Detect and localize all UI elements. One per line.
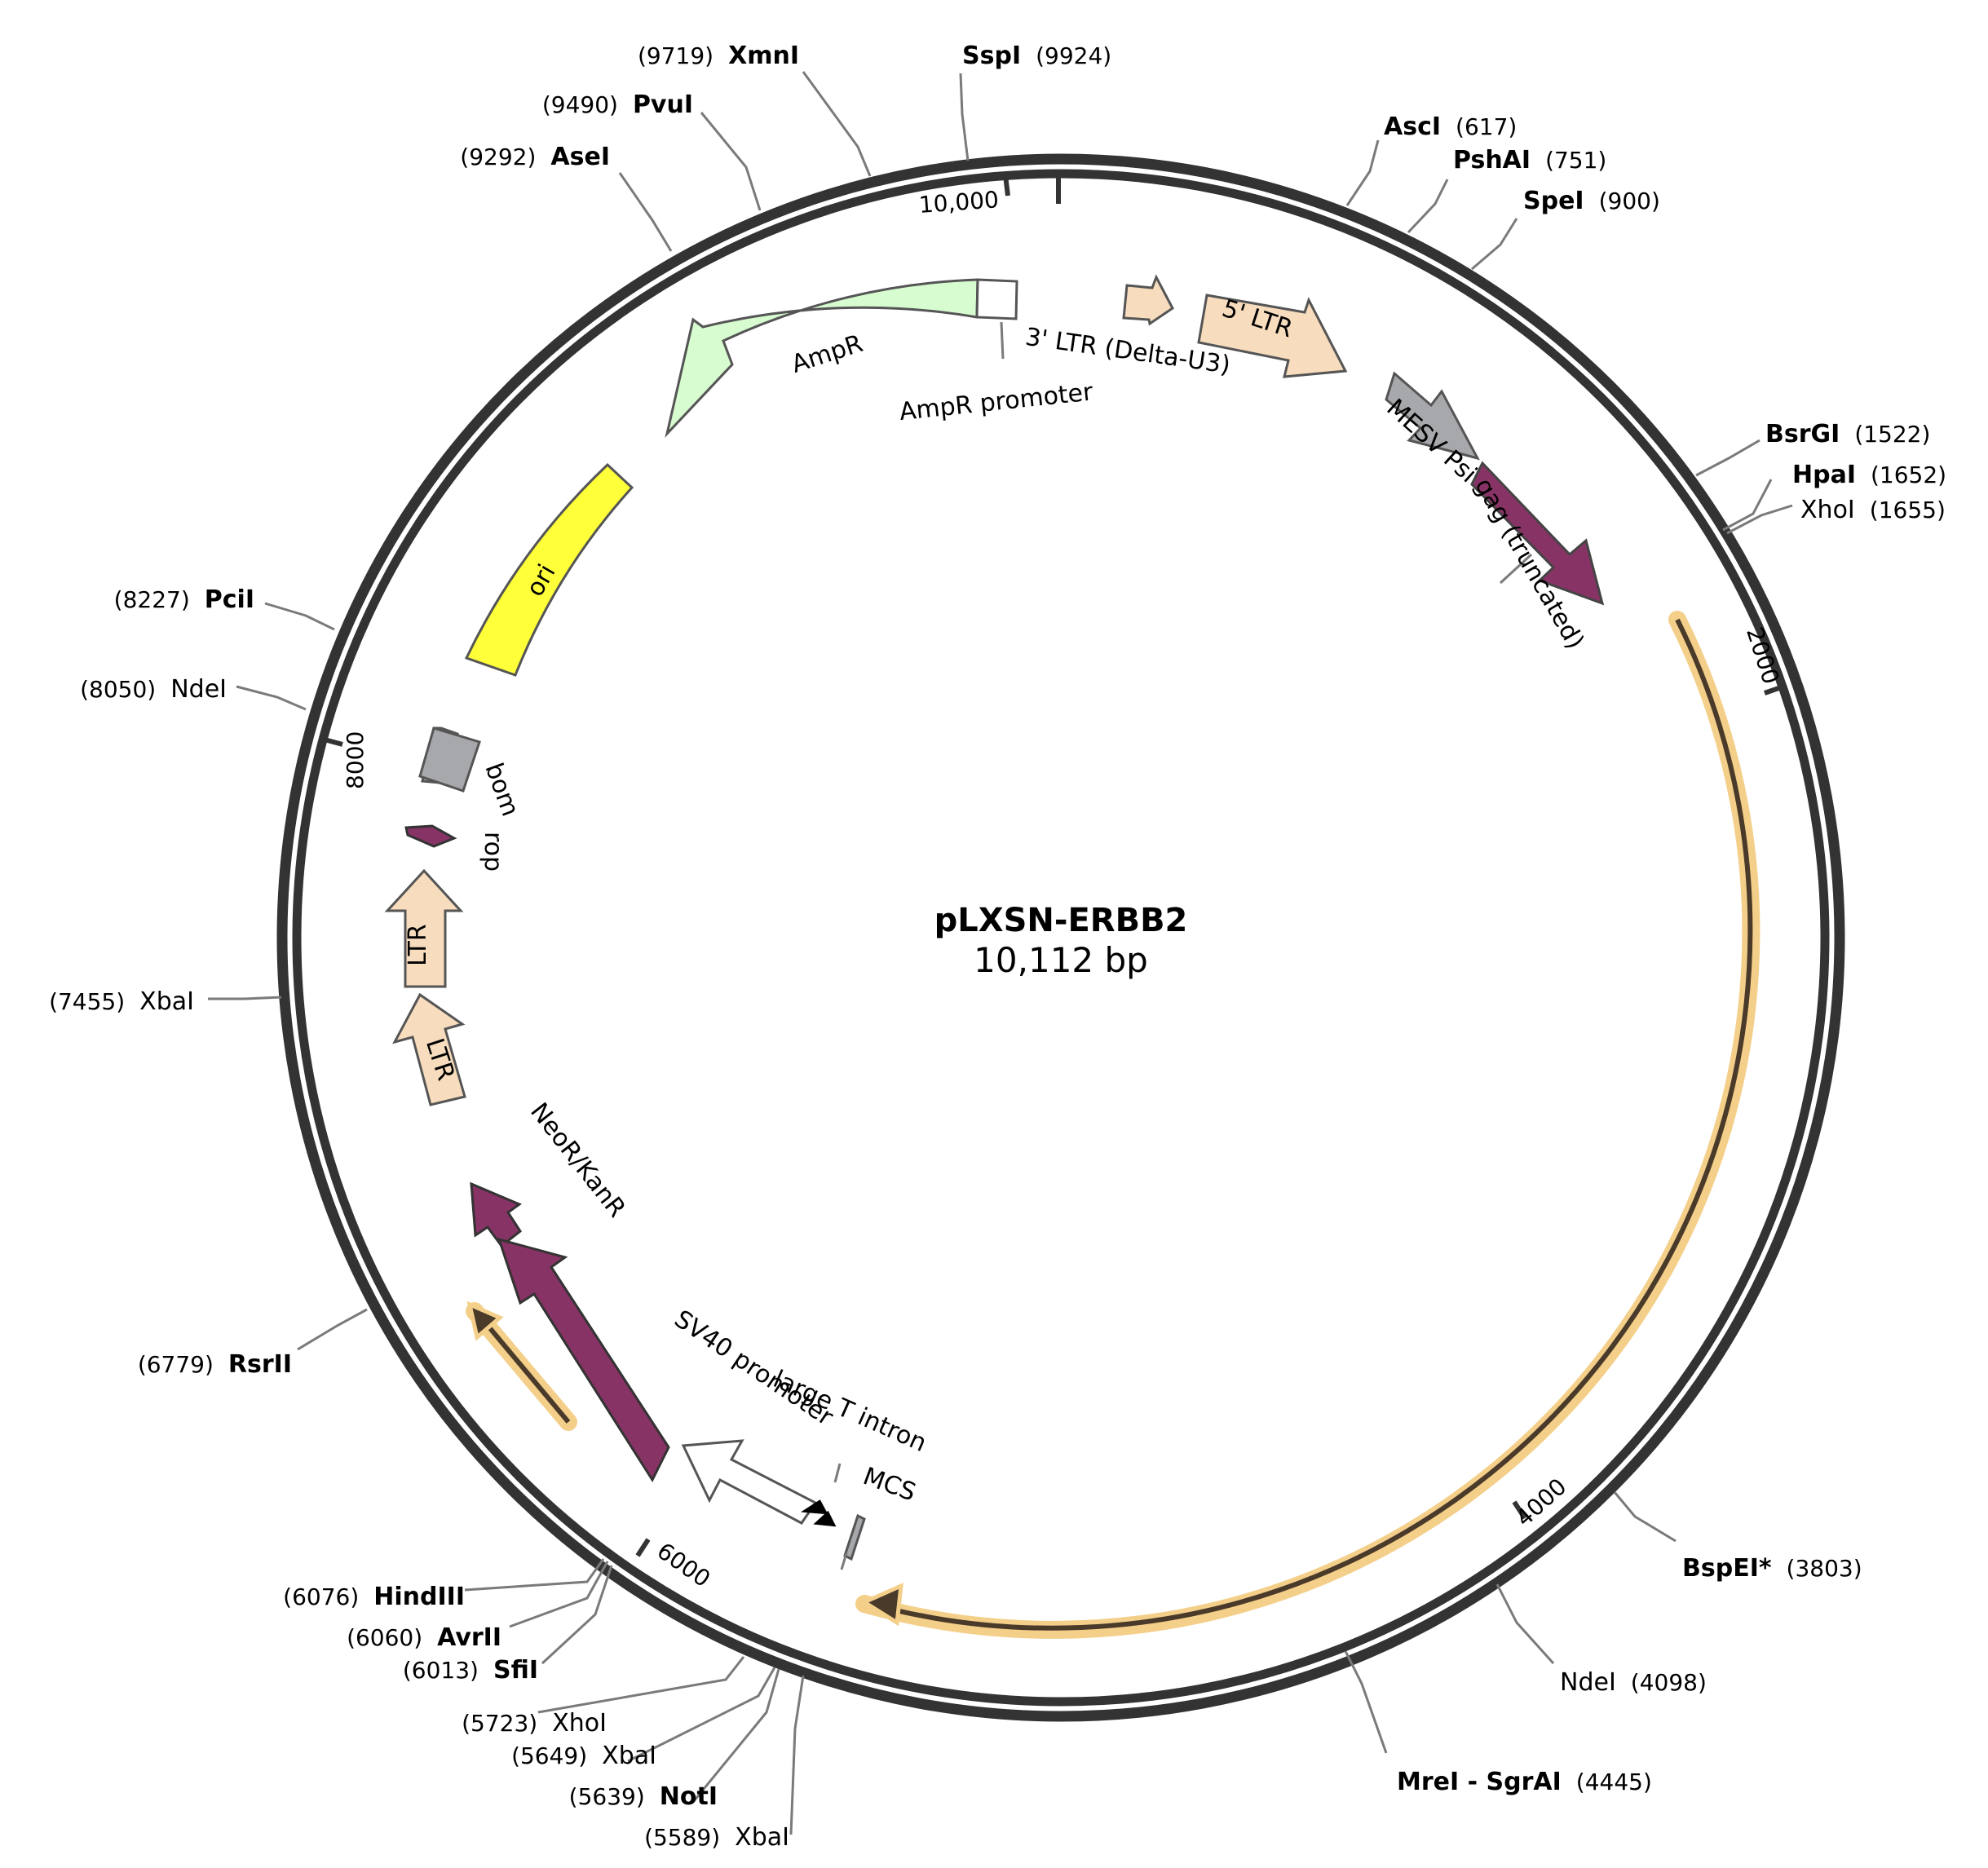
lead-ampr-promoter bbox=[1000, 321, 1005, 360]
lead-xhoi-5723 bbox=[537, 1656, 745, 1714]
label-ampr-promoter: AmpR promoter bbox=[898, 378, 1094, 426]
insert-erbb2 bbox=[466, 611, 1760, 1639]
plasmid-length: 10,112 bp bbox=[974, 940, 1148, 980]
feature-ltr-b bbox=[392, 992, 466, 1106]
feature-mesv-psi bbox=[1385, 371, 1480, 461]
feature-gag bbox=[1470, 461, 1605, 606]
feature-neor-inner bbox=[497, 1237, 670, 1483]
site-sfii: (6013)SfiI bbox=[403, 1656, 538, 1685]
backbone-inner-ring bbox=[292, 169, 1830, 1707]
tick-2000 bbox=[1764, 684, 1784, 696]
site-xmni: (9719)XmnI bbox=[638, 42, 799, 70]
lead-mrei bbox=[1344, 1650, 1388, 1754]
tick-6000 bbox=[635, 1538, 651, 1557]
site-asci: AscI(617) bbox=[1384, 113, 1517, 141]
label-mcs: MCS bbox=[859, 1462, 920, 1507]
site-pcii: (8227)PciI bbox=[114, 585, 254, 614]
lead-noti bbox=[691, 1668, 780, 1803]
tick-4000 bbox=[1512, 1500, 1527, 1520]
site-asei: (9292)AseI bbox=[460, 143, 610, 171]
site-noti: (5639)NotI bbox=[569, 1782, 718, 1811]
site-mrei-sgrai: MreI - SgrAI(4445) bbox=[1397, 1768, 1652, 1796]
site-leaders bbox=[208, 71, 1793, 1835]
site-bsrgi: BsrGI(1522) bbox=[1765, 420, 1930, 448]
site-labels: (9719)XmnI SspI(9924) (9490)PvuI (9292)A… bbox=[49, 42, 1946, 1852]
backbone bbox=[276, 153, 1845, 1722]
site-avrii: (6060)AvrII bbox=[347, 1623, 501, 1652]
tick-marks bbox=[324, 174, 1784, 1557]
site-ndei-8050: (8050)NdeI bbox=[80, 675, 227, 704]
site-pvui: (9490)PvuI bbox=[542, 91, 693, 119]
lead-xbai-5649 bbox=[627, 1667, 776, 1763]
lead-bsrgi bbox=[1695, 439, 1760, 477]
lead-xbai-5589 bbox=[789, 1675, 805, 1835]
label-neor-outer: NeoR/KanR bbox=[524, 1097, 631, 1223]
insert-small-arrowhead bbox=[466, 1301, 504, 1341]
lead-rsrii bbox=[297, 1308, 368, 1351]
label-ltr-a: LTR bbox=[404, 924, 432, 966]
feature-mcs bbox=[843, 1513, 866, 1561]
feature-rop bbox=[404, 824, 457, 848]
lead-xbai-7455 bbox=[208, 996, 282, 1000]
lead-large-t-intron bbox=[833, 1463, 842, 1483]
feature-large-t-intron bbox=[800, 1499, 837, 1527]
lead-xmni bbox=[802, 71, 872, 177]
feature-sv40-promoter bbox=[681, 1439, 818, 1525]
feature-ampr-promoter bbox=[975, 278, 1018, 320]
label-rop: rop bbox=[479, 832, 507, 872]
site-xhoi-1655: XhoI(1655) bbox=[1800, 496, 1946, 524]
lead-gag bbox=[1499, 553, 1533, 585]
lead-spei bbox=[1471, 218, 1518, 271]
site-spei: SpeI(900) bbox=[1523, 187, 1660, 215]
lead-hpai bbox=[1722, 479, 1773, 532]
site-xbai-5589: (5589)XbaI bbox=[644, 1823, 789, 1852]
backbone-outer-ring bbox=[276, 153, 1845, 1722]
lead-pvui bbox=[700, 112, 762, 211]
lead-sfii bbox=[541, 1565, 613, 1665]
feature-neor-outer bbox=[470, 1181, 523, 1248]
feature-ori bbox=[464, 462, 634, 677]
feature-5ltr bbox=[1197, 294, 1348, 378]
plasmid-name: pLXSN-ERBB2 bbox=[934, 902, 1188, 939]
lead-pshai bbox=[1407, 179, 1449, 234]
lead-ndei-4098 bbox=[1495, 1583, 1555, 1665]
site-hindiii: (6076)HindIII bbox=[283, 1583, 465, 1611]
label-sv40-promoter: SV40 promoter bbox=[669, 1305, 839, 1432]
tick-label-4000: 4000 bbox=[1510, 1473, 1571, 1531]
feature-ampr bbox=[665, 278, 979, 439]
feature-ltr-a bbox=[384, 868, 464, 988]
insert-small-line bbox=[483, 1321, 571, 1424]
lead-xhoi-1655 bbox=[1726, 504, 1793, 535]
site-bspei: BspEI*(3803) bbox=[1682, 1554, 1862, 1583]
tick-label-10000: 10,000 bbox=[918, 186, 1000, 219]
lead-asci bbox=[1345, 139, 1380, 206]
tick-label-8000: 8000 bbox=[342, 731, 369, 789]
insert-line bbox=[888, 618, 1753, 1631]
label-ampr: AmpR bbox=[788, 329, 866, 379]
site-pshai: PshAI(751) bbox=[1453, 146, 1606, 174]
lead-pcii bbox=[264, 602, 335, 631]
lead-asei bbox=[618, 172, 673, 252]
lead-ndei-8050 bbox=[236, 685, 307, 711]
lead-avrii bbox=[509, 1561, 609, 1628]
lead-sspi bbox=[959, 73, 970, 161]
site-sspi: SspI(9924) bbox=[962, 42, 1111, 70]
site-rsrii: (6779)RsrII bbox=[138, 1350, 292, 1379]
site-xhoi-5723: (5723)XhoI bbox=[462, 1709, 607, 1738]
tick-10000 bbox=[1003, 174, 1010, 197]
insert-arrowhead bbox=[859, 1582, 903, 1627]
site-ndei-4098: NdeI(4098) bbox=[1560, 1668, 1707, 1697]
feature-3ltr bbox=[1122, 274, 1174, 326]
site-hpai: HpaI(1652) bbox=[1792, 461, 1946, 489]
site-xbai-7455: (7455)XbaI bbox=[49, 987, 194, 1016]
tick-8000 bbox=[324, 737, 343, 747]
label-bom: bom bbox=[479, 759, 525, 820]
lead-hindiii bbox=[464, 1558, 605, 1592]
lead-mcs bbox=[840, 1552, 848, 1570]
site-xbai-5649: (5649)XbaI bbox=[511, 1742, 656, 1770]
plasmid-title: pLXSN-ERBB2 10,112 bp bbox=[934, 902, 1188, 980]
feature-bom-box bbox=[418, 726, 481, 793]
lead-bspei bbox=[1613, 1491, 1677, 1543]
